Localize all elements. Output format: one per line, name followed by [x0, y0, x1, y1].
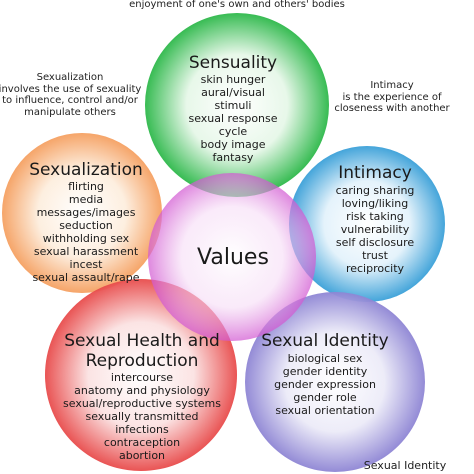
list-item: aural/visual [201, 86, 265, 99]
list-item: infections [115, 423, 169, 436]
list-item: seduction [59, 219, 113, 232]
list-item: trust [362, 249, 388, 262]
list-item: fantasy [212, 151, 254, 164]
note-line: to influence, control and/or [2, 95, 138, 106]
note-line: is the experience of [342, 91, 442, 103]
sensuality-title: Sensuality [188, 53, 278, 73]
list-item: incest [69, 258, 103, 271]
intimacy-title: Intimacy [338, 163, 412, 183]
list-item: reciprocity [345, 262, 405, 275]
sexualization-circle [2, 133, 162, 293]
sexualization-note: Sexualization involves the use of sexual… [0, 72, 141, 118]
note-line: Sexualization [36, 72, 104, 83]
list-item: cycle [218, 125, 248, 138]
values-circle [148, 173, 316, 341]
intimacy-items: caring sharing loving/liking risk taking… [336, 184, 415, 275]
list-item: sexual/reproductive systems [63, 397, 221, 410]
note-line: Intimacy [370, 80, 414, 91]
list-item: contraception [103, 436, 181, 449]
note-line: involves the use of sexuality [0, 83, 142, 95]
list-item: risk taking [346, 210, 404, 223]
health-items: intercourse anatomy and physiology sexua… [63, 371, 221, 462]
sexualization-title: Sexualization [29, 160, 143, 180]
list-item: stimuli [214, 99, 252, 112]
list-item: gender expression [274, 378, 376, 391]
list-item: abortion [118, 449, 166, 462]
title-line: Sexual Health and [64, 331, 220, 351]
sensuality-circle [145, 13, 329, 197]
bottom-caption: Sexual Identity [363, 459, 447, 472]
list-item: media [68, 193, 104, 206]
list-item: sexual assault/rape [32, 271, 140, 284]
list-item: skin hunger [200, 73, 266, 86]
list-item: body image [200, 138, 266, 151]
values-label: Values [197, 245, 269, 270]
list-item: biological sex [287, 352, 363, 365]
list-item: loving/liking [341, 197, 409, 210]
list-item: flirting [68, 180, 104, 193]
list-item: intercourse [110, 371, 174, 384]
list-item: sexual orientation [275, 404, 375, 417]
list-item: gender role [293, 391, 357, 404]
top-caption: enjoyment of one's own and others' bodie… [129, 0, 345, 10]
note-line: manipulate others [24, 106, 116, 118]
list-item: anatomy and physiology [74, 384, 210, 397]
list-item: sexual response [188, 112, 278, 125]
list-item: sexual harassment [33, 245, 139, 258]
intimacy-circle [289, 146, 445, 302]
identity-title: Sexual Identity [261, 331, 389, 351]
sensuality-items: skin hunger aural/visual stimuli sexual … [188, 73, 277, 164]
list-item: messages/images [36, 206, 136, 219]
list-item: vulnerability [340, 223, 410, 236]
health-title: Sexual Health and Reproduction [64, 331, 220, 371]
list-item: withholding sex [42, 232, 130, 245]
note-line: closeness with another [334, 103, 450, 114]
list-item: caring sharing [335, 184, 415, 197]
sexualization-items: flirting media messages/images seduction… [32, 180, 139, 284]
title-line: Reproduction [85, 351, 199, 371]
identity-circle [245, 292, 425, 472]
list-item: self disclosure [335, 236, 415, 249]
list-item: sexually transmitted [85, 410, 199, 423]
identity-items: biological sex gender identity gender ex… [274, 352, 376, 417]
list-item: gender identity [282, 365, 368, 378]
intimacy-note: Intimacy is the experience of closeness … [334, 80, 449, 115]
